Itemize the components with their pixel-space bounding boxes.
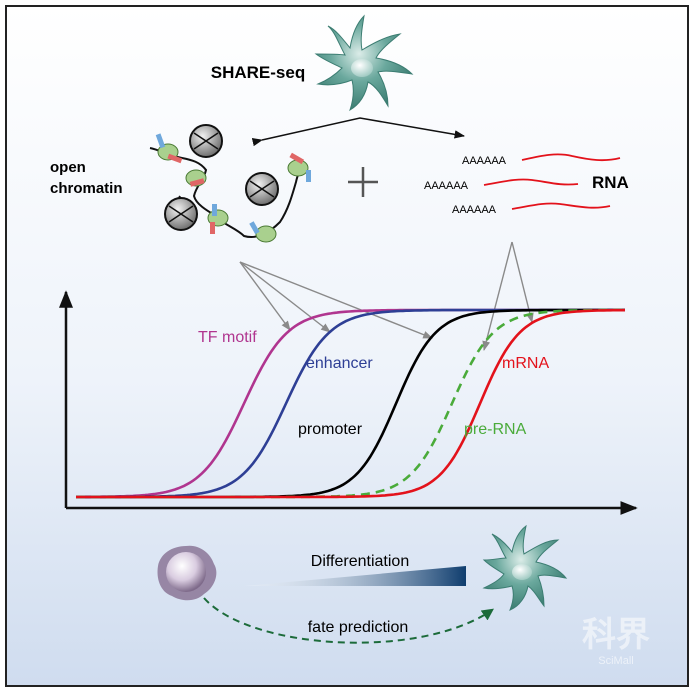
progenitor-cell-icon bbox=[157, 545, 217, 601]
rna-label: RNA bbox=[592, 173, 629, 192]
chromatin-label-line2: chromatin bbox=[50, 180, 123, 197]
polya-2: AAAAAA bbox=[424, 180, 469, 192]
watermark-logo: 科界 bbox=[582, 615, 650, 655]
nucleosome-icon bbox=[189, 124, 223, 158]
watermark-sub: SciMall bbox=[598, 655, 633, 667]
curve-label-promoter: promoter bbox=[298, 421, 363, 438]
curves-group bbox=[76, 308, 626, 499]
nucleosome-icon bbox=[245, 172, 279, 206]
nucleosome-icon bbox=[164, 197, 198, 231]
transposase-icon bbox=[287, 152, 311, 182]
fate-prediction-arrow bbox=[203, 597, 494, 644]
curve-label-mrna: mRNA bbox=[502, 355, 549, 372]
method-label: SHARE-seq bbox=[211, 63, 305, 82]
chromatin-label-line1: open bbox=[50, 159, 86, 176]
curve-mrna bbox=[76, 308, 626, 499]
transposase-icon bbox=[249, 221, 277, 243]
plus-icon bbox=[348, 167, 378, 197]
fate-prediction-label: fate prediction bbox=[308, 619, 409, 636]
transposase-icon bbox=[155, 133, 183, 164]
differentiation-gradient bbox=[244, 566, 466, 586]
differentiation-label: Differentiation bbox=[311, 553, 409, 570]
neuron-cell-icon bbox=[314, 14, 414, 112]
split-arrow bbox=[251, 117, 466, 147]
frame bbox=[5, 5, 689, 687]
rna-transcripts: AAAAAA AAAAAA AAAAAA bbox=[424, 153, 621, 216]
chromatin-to-curves-arrows bbox=[239, 261, 433, 339]
polya-1: AAAAAA bbox=[462, 155, 507, 167]
rna-to-curves-arrows bbox=[482, 241, 534, 351]
curve-label-tf-motif: TF motif bbox=[198, 329, 257, 346]
curve-label-pre-rna: pre-RNA bbox=[464, 421, 527, 438]
transposase-icon bbox=[207, 204, 229, 234]
curve-label-enhancer: enhancer bbox=[306, 355, 373, 372]
transposase-icon bbox=[185, 169, 207, 187]
plot-axes bbox=[59, 290, 638, 515]
differentiated-cell-icon bbox=[482, 524, 568, 611]
chromatin-icon bbox=[149, 124, 311, 243]
polya-3: AAAAAA bbox=[452, 204, 497, 216]
